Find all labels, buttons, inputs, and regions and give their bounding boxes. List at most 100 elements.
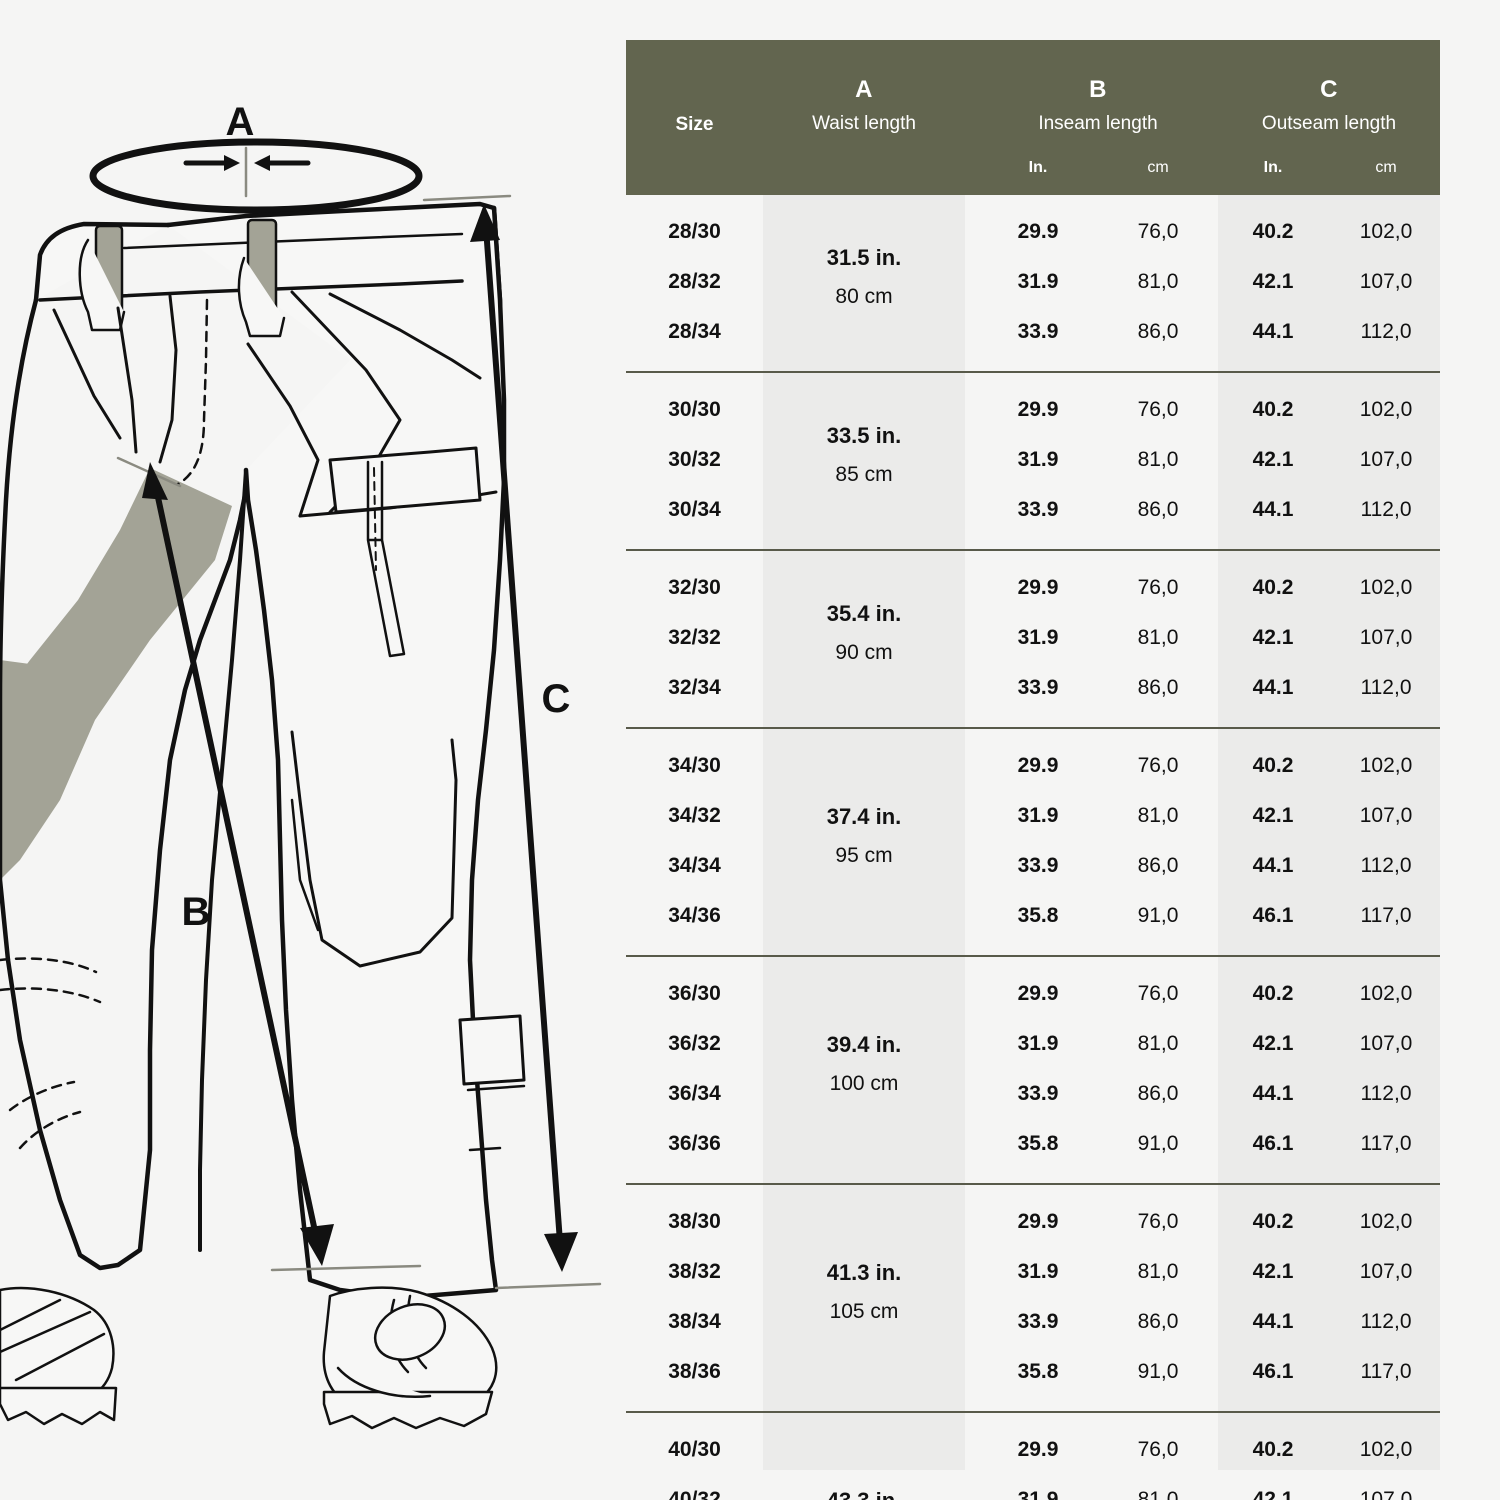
cell-outseam-in: 40.2 bbox=[1252, 220, 1294, 243]
cell-outseam-cm: 102,0 bbox=[1359, 982, 1413, 1005]
cell-inseam-cm: 76,0 bbox=[1137, 398, 1179, 421]
cell-inseam-cm: 76,0 bbox=[1137, 1210, 1179, 1233]
outseam-measure-arrow-c bbox=[422, 194, 578, 1272]
header-letter-c: C bbox=[1320, 76, 1338, 103]
cell-outseam-in: 44.1 bbox=[1252, 676, 1294, 699]
cell-size: 28/32 bbox=[668, 270, 721, 293]
cell-inseam-cm: 86,0 bbox=[1137, 1310, 1179, 1333]
cell-inseam-cm: 91,0 bbox=[1137, 1360, 1179, 1383]
cell-waist-cm: 95 cm bbox=[835, 844, 893, 867]
cell-inseam-cm: 76,0 bbox=[1137, 754, 1179, 777]
header-unit-b-inches: In. bbox=[1028, 159, 1048, 176]
cell-waist-inches: 39.4 in. bbox=[826, 1032, 902, 1057]
cell-outseam-in: 42.1 bbox=[1252, 626, 1294, 649]
cell-size: 34/30 bbox=[668, 754, 721, 777]
group-separator bbox=[626, 1411, 1440, 1413]
cell-inseam-cm: 76,0 bbox=[1137, 1438, 1179, 1461]
cell-inseam-in: 31.9 bbox=[1017, 1260, 1059, 1283]
cell-inseam-in: 29.9 bbox=[1017, 576, 1059, 599]
header-letter-b: B bbox=[1089, 76, 1107, 103]
group-separator bbox=[626, 955, 1440, 957]
cell-size: 30/34 bbox=[668, 498, 721, 521]
hem-reference-line-left bbox=[270, 1264, 422, 1272]
cell-inseam-in: 33.9 bbox=[1017, 320, 1059, 343]
cell-outseam-cm: 112,0 bbox=[1360, 320, 1412, 343]
cell-waist-inches: 33.5 in. bbox=[826, 423, 902, 448]
hem-reference-line-right bbox=[494, 1282, 602, 1290]
cell-waist-inches: 35.4 in. bbox=[826, 601, 902, 626]
inseam-measure-arrow-b bbox=[116, 456, 334, 1266]
cell-outseam-cm: 117,0 bbox=[1360, 1132, 1412, 1155]
left-leg-silhouette bbox=[0, 297, 249, 1271]
cell-inseam-in: 31.9 bbox=[1017, 1032, 1059, 1055]
cell-waist-inches: 43.3 in. bbox=[763, 1488, 965, 1500]
cell-inseam-cm: 81,0 bbox=[1137, 1260, 1179, 1283]
header-letter-a: A bbox=[855, 76, 873, 103]
group-separator bbox=[626, 371, 1440, 373]
header-size-label: Size bbox=[675, 114, 714, 135]
cell-inseam-cm: 81,0 bbox=[1137, 270, 1179, 293]
cell-outseam-cm: 112,0 bbox=[1360, 854, 1412, 877]
cell-size: 34/32 bbox=[668, 804, 721, 827]
cell-outseam-in: 46.1 bbox=[1252, 1132, 1294, 1155]
cell-size: 32/32 bbox=[668, 626, 721, 649]
cell-inseam-in: 29.9 bbox=[1017, 982, 1059, 1005]
knee-dart-dashed-1 bbox=[0, 957, 98, 974]
column-band-outseam bbox=[1218, 195, 1440, 1470]
header-name-outseam-length: Outseam length bbox=[1261, 113, 1397, 134]
right-boot bbox=[322, 1286, 498, 1430]
cell-inseam-in: 33.9 bbox=[1017, 1082, 1059, 1105]
cell-inseam-in: 29.9 bbox=[1017, 398, 1059, 421]
cell-inseam-cm: 81,0 bbox=[1137, 626, 1179, 649]
cell-waist-cm: 90 cm bbox=[835, 641, 893, 664]
cell-outseam-cm: 107,0 bbox=[1359, 1260, 1413, 1283]
front-pocket-edge-inner bbox=[116, 306, 138, 454]
cell-outseam-cm: 107,0 bbox=[1359, 270, 1413, 293]
cell-inseam-cm: 81,0 bbox=[1137, 1488, 1179, 1500]
cell-outseam-cm: 102,0 bbox=[1359, 576, 1413, 599]
cell-inseam-in: 31.9 bbox=[1017, 1488, 1059, 1500]
cell-outseam-cm: 107,0 bbox=[1359, 804, 1413, 827]
cell-inseam-in: 35.8 bbox=[1017, 1132, 1059, 1155]
cell-outseam-in: 44.1 bbox=[1252, 854, 1294, 877]
cell-inseam-cm: 81,0 bbox=[1137, 804, 1179, 827]
header-name-inseam-length: Inseam length bbox=[1038, 113, 1158, 134]
cell-waist-cm: 80 cm bbox=[835, 285, 893, 308]
cell-outseam-cm: 112,0 bbox=[1360, 1310, 1412, 1333]
table-header: Size A Waist length B Inseam length In. … bbox=[626, 40, 1440, 195]
cell-outseam-in: 44.1 bbox=[1252, 498, 1294, 521]
cell-outseam-cm: 112,0 bbox=[1360, 676, 1412, 699]
waist-arrow-left bbox=[183, 155, 240, 171]
group-separator bbox=[626, 727, 1440, 729]
cell-size: 30/32 bbox=[668, 448, 721, 471]
front-pocket-edge-left bbox=[52, 308, 122, 440]
cell-outseam-cm: 102,0 bbox=[1359, 1438, 1413, 1461]
cell-size: 40/30 bbox=[668, 1438, 721, 1461]
belt-loop-right bbox=[237, 218, 286, 338]
hem-dart-dashed-2 bbox=[18, 1110, 82, 1150]
cell-outseam-in: 40.2 bbox=[1252, 982, 1294, 1005]
column-band-waist bbox=[763, 195, 965, 1470]
belt-loop-left bbox=[78, 224, 126, 332]
cell-size: 32/30 bbox=[668, 576, 721, 599]
cell-inseam-cm: 86,0 bbox=[1137, 1082, 1179, 1105]
cell-inseam-in: 31.9 bbox=[1017, 626, 1059, 649]
cell-outseam-cm: 107,0 bbox=[1359, 1032, 1413, 1055]
cargo-pocket-upper bbox=[328, 446, 482, 658]
size-table: Size A Waist length B Inseam length In. … bbox=[626, 40, 1440, 1500]
cell-outseam-in: 42.1 bbox=[1252, 448, 1294, 471]
cell-inseam-cm: 76,0 bbox=[1137, 982, 1179, 1005]
cell-outseam-in: 42.1 bbox=[1252, 1032, 1294, 1055]
cell-size: 36/34 bbox=[668, 1082, 721, 1105]
cell-outseam-cm: 102,0 bbox=[1359, 754, 1413, 777]
cell-waist-inches: 41.3 in. bbox=[826, 1260, 902, 1285]
cell-inseam-cm: 76,0 bbox=[1137, 220, 1179, 243]
cell-outseam-cm: 112,0 bbox=[1360, 498, 1412, 521]
cell-outseam-cm: 107,0 bbox=[1359, 626, 1413, 649]
cell-inseam-in: 29.9 bbox=[1017, 754, 1059, 777]
cell-size: 38/30 bbox=[668, 1210, 721, 1233]
cell-inseam-in: 29.9 bbox=[1017, 1438, 1059, 1461]
header-name-waist-length: Waist length bbox=[812, 113, 916, 134]
